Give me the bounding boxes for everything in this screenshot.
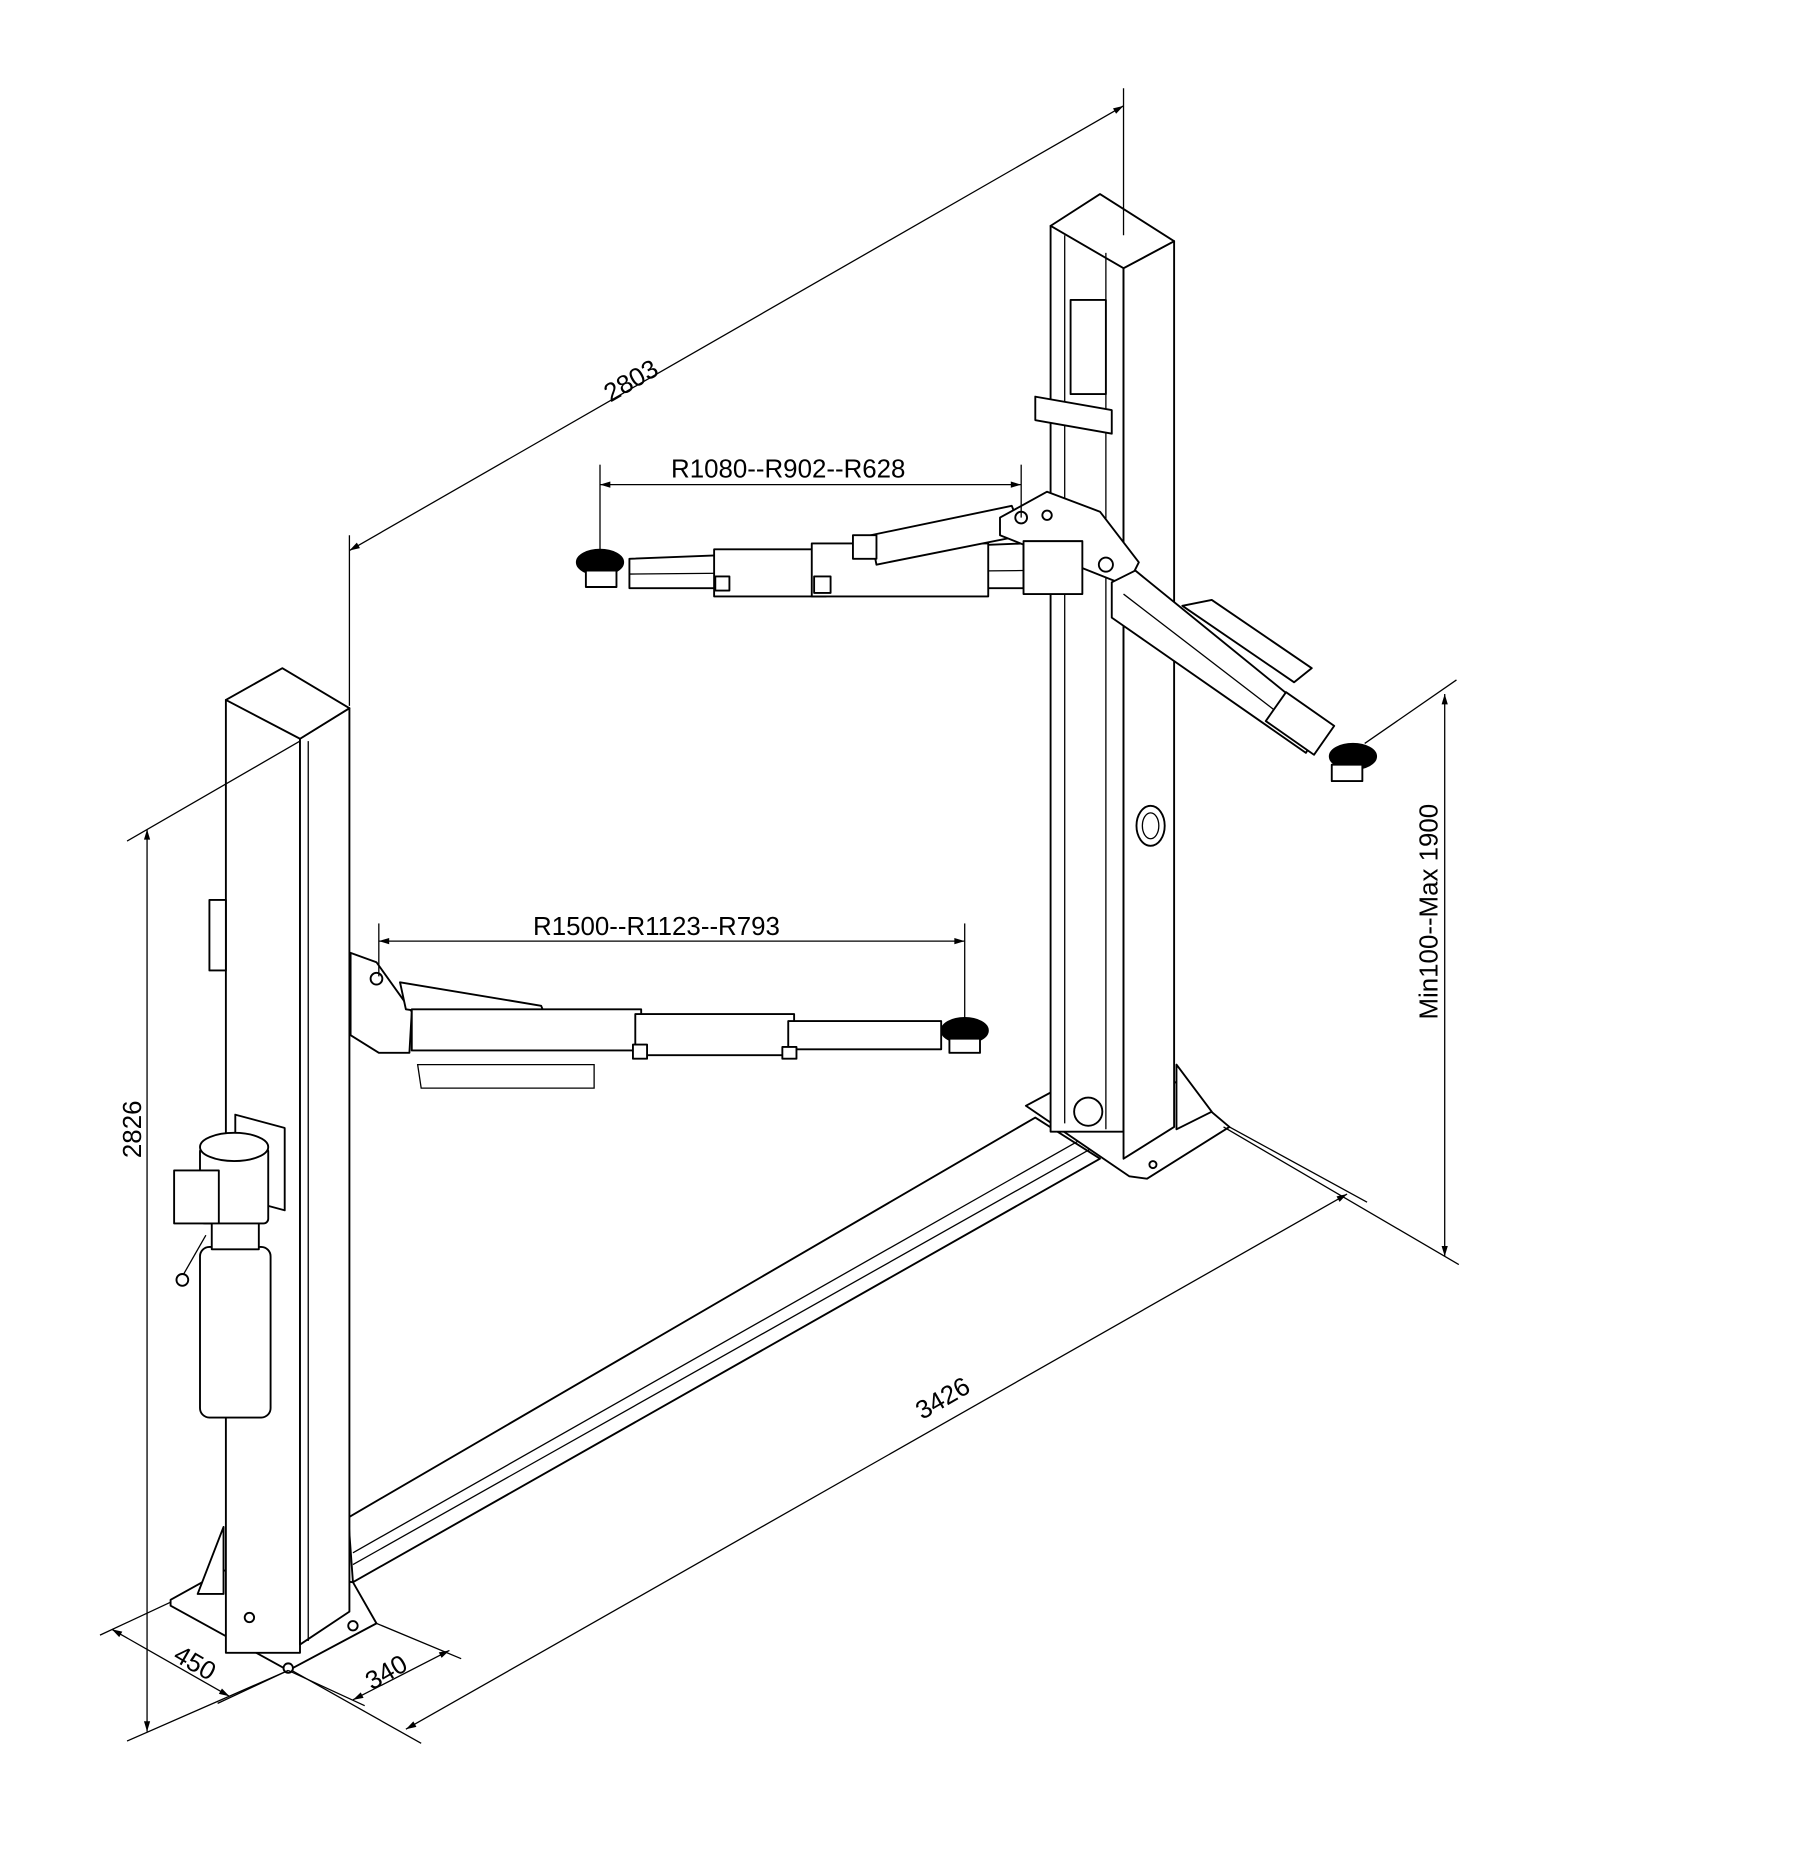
dimension-label-2803: 2803 xyxy=(599,355,663,408)
dimension-label-lift-height: Min100--Max 1900 xyxy=(1416,804,1444,1020)
dimension-lift-height: Min100--Max 1900 xyxy=(1223,679,1460,1266)
front-lift-pad xyxy=(940,1016,989,1054)
dimension-2826: 2826 xyxy=(119,740,301,1742)
dimension-rear-arm-reach: R1080--R902--R628 xyxy=(599,456,1022,551)
hydraulic-power-unit xyxy=(173,1113,286,1419)
dimension-3426: 3426 xyxy=(291,1126,1368,1744)
dimension-label-rear-reach: R1080--R902--R628 xyxy=(671,456,905,484)
front-arm xyxy=(349,951,943,1089)
dimension-front-arm-reach: R1500--R1123--R793 xyxy=(378,913,966,1022)
dimension-label-2826: 2826 xyxy=(119,1101,147,1159)
dimension-label-340: 340 xyxy=(361,1650,412,1696)
rear-lift-pad-right xyxy=(1328,742,1378,783)
dimension-label-450: 450 xyxy=(169,1641,220,1687)
right-column xyxy=(1024,193,1231,1180)
dimension-label-3426: 3426 xyxy=(911,1372,975,1425)
rear-arm-left xyxy=(628,504,1025,598)
rear-arm-right xyxy=(1110,569,1336,756)
dimension-2803: 2803 xyxy=(348,88,1125,706)
dimension-label-front-reach: R1500--R1123--R793 xyxy=(533,913,780,941)
floor-beam xyxy=(347,1116,1101,1584)
rear-lift-pad-left xyxy=(575,548,625,588)
